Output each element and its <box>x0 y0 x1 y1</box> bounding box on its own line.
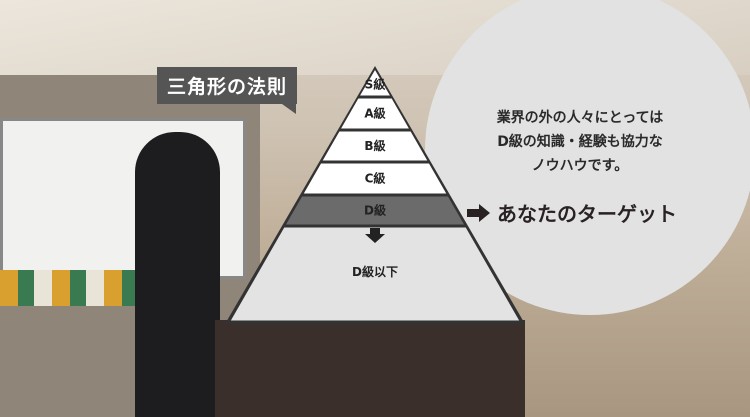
pyramid-level <box>360 70 390 96</box>
photo-presenter <box>135 132 220 417</box>
target-text: あなたのターゲット <box>497 202 677 226</box>
pyramid-level-label: B級 <box>364 138 385 153</box>
pyramid-level <box>341 98 409 129</box>
target-callout: あなたのターゲット <box>467 198 677 227</box>
pyramid-level-label: A級 <box>364 106 385 121</box>
description-line: D級の知識・経験も協力な <box>497 134 663 150</box>
description-line: 業界の外の人々にとっては <box>496 110 664 126</box>
pyramid-level <box>285 196 465 225</box>
arrow-down-icon <box>365 228 385 243</box>
pyramid-level-label: C級 <box>365 171 386 186</box>
photo-books <box>0 270 140 306</box>
description: 業界の外の人々にとっては D級の知識・経験も協力な ノウハウです。 <box>470 106 690 178</box>
title-label: 三角形の法則 <box>157 67 297 104</box>
pyramid-level <box>322 131 428 161</box>
pyramid-level <box>230 227 520 321</box>
pyramid-level-label: D級以下 <box>352 264 398 279</box>
pyramid-level-label: S級 <box>365 77 386 92</box>
description-line: ノウハウです。 <box>531 158 629 174</box>
arrow-right-icon <box>467 203 490 222</box>
pyramid-level-label: D級 <box>364 203 386 218</box>
title-label-tail <box>282 104 296 114</box>
pyramid-level <box>303 163 447 194</box>
photo-desk <box>215 320 525 417</box>
